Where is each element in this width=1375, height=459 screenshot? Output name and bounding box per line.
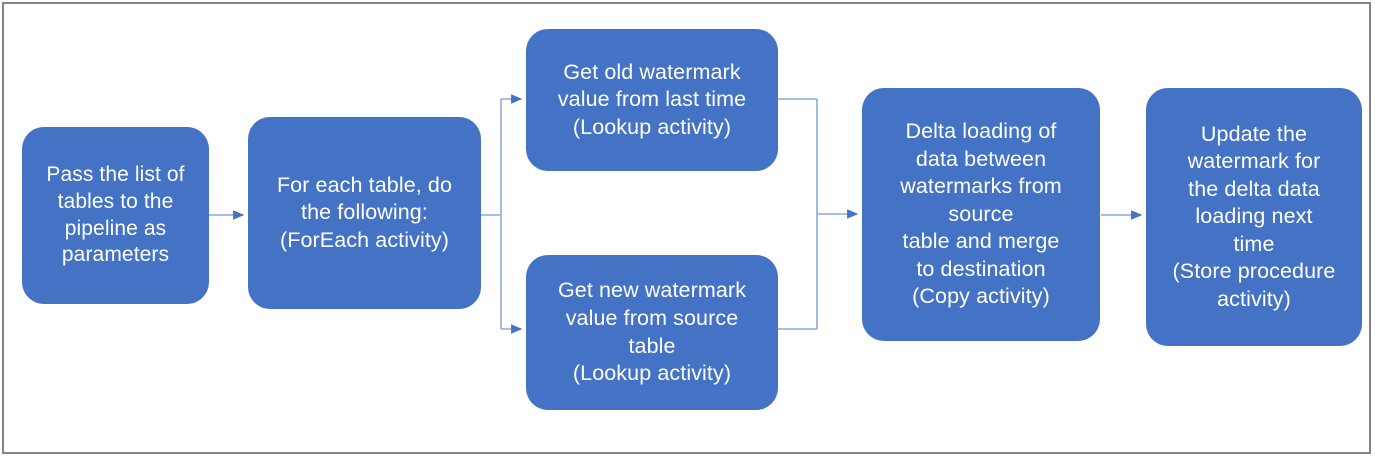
node-get-old-watermark[interactable]: Get old watermark value from last time (…	[526, 29, 778, 171]
node-delta-loading-copy-activity-label: Delta loading of data between watermarks…	[900, 119, 1062, 309]
node-update-watermark-store-procedure-label: Update the watermark for the delta data …	[1172, 121, 1336, 311]
node-get-new-watermark[interactable]: Get new watermark value from source tabl…	[526, 255, 778, 410]
node-update-watermark-store-procedure[interactable]: Update the watermark for the delta data …	[1146, 88, 1362, 346]
node-foreach-activity[interactable]: For each table, do the following: (ForEa…	[248, 117, 481, 309]
node-pass-tables-label: Pass the list of tables to the pipeline …	[46, 162, 185, 267]
node-foreach-activity-label: For each table, do the following: (ForEa…	[276, 172, 453, 252]
node-get-old-watermark-label: Get old watermark value from last time (…	[557, 59, 747, 139]
node-pass-tables[interactable]: Pass the list of tables to the pipeline …	[22, 127, 209, 304]
edge-merge-trunk-to-delta	[816, 99, 859, 329]
edge-foreach-branch-trunk	[481, 99, 502, 329]
node-get-new-watermark-label: Get new watermark value from source tabl…	[557, 278, 747, 386]
node-delta-loading-copy-activity[interactable]: Delta loading of data between watermarks…	[862, 88, 1100, 341]
